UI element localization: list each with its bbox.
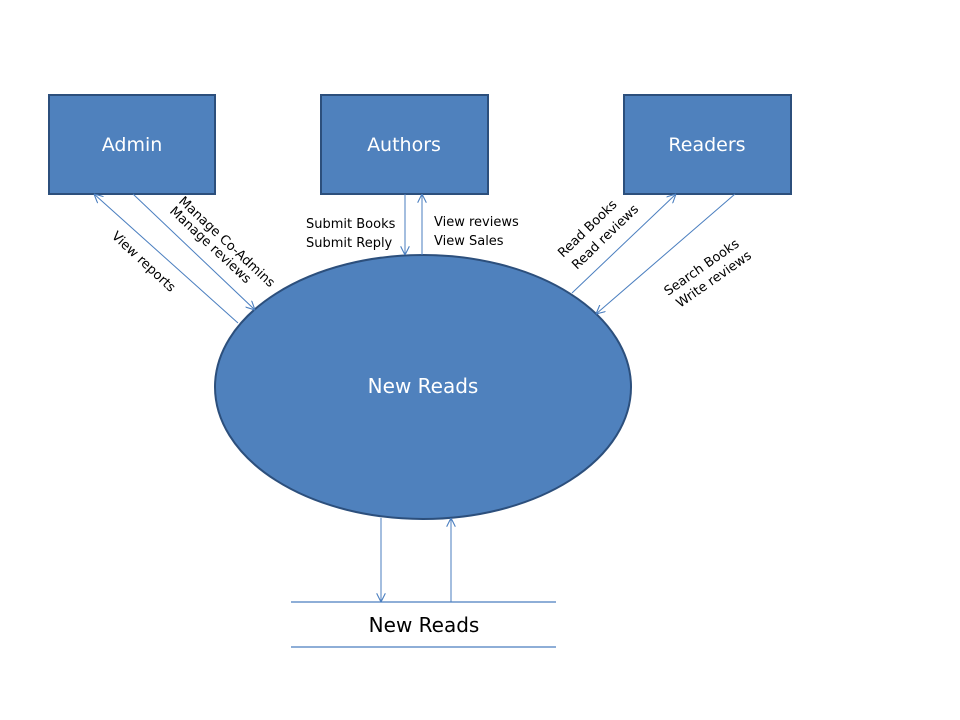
authors-label: Authors [367, 134, 441, 156]
flow-arrow-process-to-admin [94, 194, 239, 324]
admin-label: Admin [102, 134, 163, 156]
flow-label-view-reviews: View reviews [434, 215, 519, 230]
flow-label-manage-co-admins: Manage Co-Admins [175, 194, 277, 291]
readers-label: Readers [668, 134, 745, 156]
flow-label-submit-reply: Submit Reply [306, 236, 393, 251]
flow-label-submit-books: Submit Books [306, 217, 396, 232]
new-reads-datastore[interactable]: New Reads [291, 601, 556, 648]
flow-arrow-process-to-readers [571, 194, 676, 294]
readers-entity[interactable]: Readers [623, 94, 792, 195]
flow-label-view-sales: View Sales [434, 234, 504, 249]
admin-entity[interactable]: Admin [48, 94, 216, 195]
new-reads-process[interactable]: New Reads [214, 254, 632, 520]
authors-entity[interactable]: Authors [320, 94, 489, 195]
process-label: New Reads [368, 374, 479, 398]
datastore-label: New Reads [369, 613, 480, 637]
flow-label-view-reports: View reports [108, 229, 178, 296]
flow-arrow-readers-to-process [596, 193, 736, 314]
flow-arrow-admin-to-process [132, 193, 255, 310]
